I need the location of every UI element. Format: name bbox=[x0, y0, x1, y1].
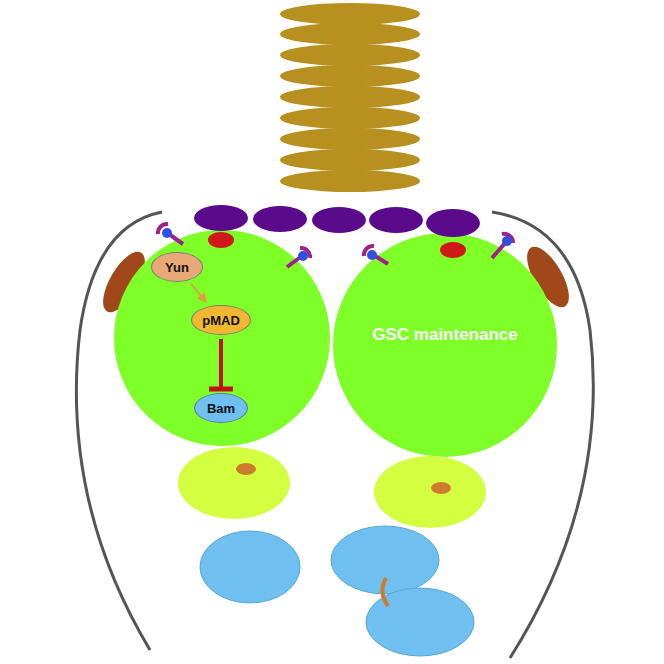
cap-cells bbox=[194, 205, 480, 237]
receptors bbox=[158, 224, 513, 267]
terminal-filament bbox=[280, 3, 420, 192]
fusome bbox=[382, 578, 388, 606]
node-text: pMAD bbox=[202, 313, 240, 328]
cell-label: GSC maintenance bbox=[350, 315, 540, 355]
node-text: Yun bbox=[165, 260, 189, 275]
cystoblast bbox=[178, 447, 290, 519]
cyst bbox=[200, 531, 300, 603]
activation-arrow bbox=[191, 284, 207, 303]
inhibition-edge bbox=[209, 339, 233, 389]
protein-node: Bam bbox=[194, 393, 248, 423]
germline-stem-cell bbox=[114, 230, 330, 446]
spectrosome bbox=[440, 242, 466, 258]
node-text: GSC maintenance bbox=[372, 325, 518, 345]
spectrosome bbox=[236, 463, 256, 475]
spectrosome bbox=[208, 232, 234, 248]
outline bbox=[76, 212, 593, 658]
node-text: Bam bbox=[207, 401, 235, 416]
germline-stem-cell bbox=[333, 233, 557, 457]
cystoblast bbox=[374, 456, 486, 528]
protein-node: pMAD bbox=[191, 305, 251, 335]
protein-node: Yun bbox=[151, 252, 203, 282]
spectrosome bbox=[431, 482, 451, 494]
